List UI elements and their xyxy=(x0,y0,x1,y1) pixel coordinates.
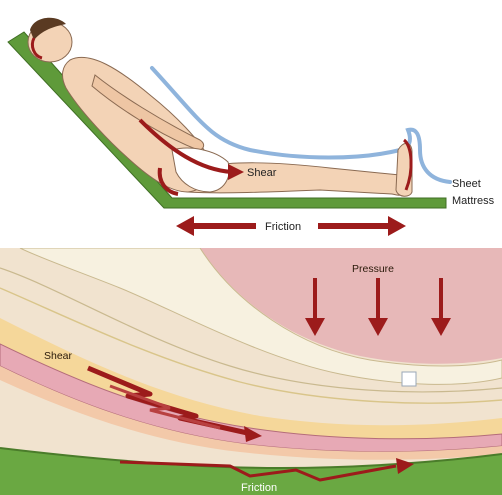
friction-arrow-left-top xyxy=(176,216,256,236)
bottom-illustration: Pressure Shear Friction xyxy=(0,248,502,495)
pressure-label: Pressure xyxy=(352,263,394,275)
shear-label-top: Shear xyxy=(247,167,277,179)
friction-label-bottom: Friction xyxy=(241,482,277,494)
friction-arrow-right-top xyxy=(318,216,406,236)
sheet-label: Sheet xyxy=(452,178,481,190)
shear-label-bottom: Shear xyxy=(44,350,73,362)
bottom-panel-tissue-cross-section: Pressure Shear Friction xyxy=(0,248,502,495)
mattress-label: Mattress xyxy=(452,195,495,207)
top-panel-reclined-patient: Shear Sheet Mattress Friction xyxy=(0,0,502,245)
friction-label-top: Friction xyxy=(265,221,301,233)
joint-marker xyxy=(402,372,416,386)
top-illustration: Shear Sheet Mattress Friction xyxy=(0,0,502,245)
